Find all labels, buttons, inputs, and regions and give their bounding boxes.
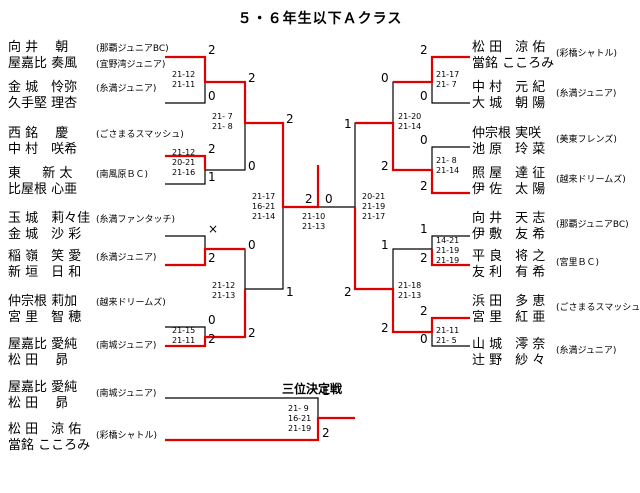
round1-score: 2 (420, 179, 428, 193)
third-place-label: 三位決定戦 (282, 382, 343, 396)
player-pair: 浜 田 多 恵 宮 里 紅 亜 (472, 294, 546, 325)
team-name: (ごさまるスマッシュ) (556, 303, 640, 313)
team-name: (那覇ジュニアBC) (556, 220, 629, 230)
team-name: (彩橋シャトル) (556, 49, 618, 59)
final-score: 2 (305, 192, 313, 206)
player-pair: 東 新 太 比屋根 心亜 (8, 166, 78, 197)
team-name: (宜野湾ジュニア) (96, 60, 166, 70)
team-name: (彩橋シャトル) (96, 431, 158, 441)
semi-score: 1 (344, 117, 352, 131)
round1-score: 2 (420, 251, 428, 265)
player-pair: 松 田 涼 佑 當銘 こころみ (8, 422, 91, 453)
round1-score: 2 (208, 332, 216, 346)
team-name: (越来ドリームズ) (96, 298, 166, 308)
set-scores: 20-21 21-19 21-17 (362, 192, 386, 221)
set-scores: 21-11 21- 5 (436, 326, 460, 345)
round1-score: 0 (208, 313, 216, 327)
team-name: (南風原ＢＣ) (96, 170, 149, 180)
set-scores: 14-21 21-19 21-19 (436, 236, 460, 265)
player-pair: 仲宗根 実咲 池 原 玲 菜 (472, 126, 546, 157)
team-name: (那覇ジュニアBC) (96, 44, 169, 54)
player-pair: 向 井 天 志 伊 敷 友 希 (472, 211, 546, 242)
semi-score: 1 (286, 285, 294, 299)
round1-score: 0 (420, 89, 428, 103)
round2-score: 2 (248, 326, 256, 340)
round1-score: 2 (208, 251, 216, 265)
round1-score: 2 (208, 43, 216, 57)
round2-score: 2 (248, 71, 256, 85)
team-name: (宮里ＢＣ) (556, 258, 600, 268)
round1-score: 0 (420, 133, 428, 147)
round1-score: 2 (208, 142, 216, 156)
third-place-score: 2 (322, 426, 330, 440)
team-name: (美東フレンズ) (556, 135, 617, 145)
player-pair: 屋嘉比 愛純 松 田 昴 (8, 380, 78, 411)
set-scores: 21-12 21-13 (212, 281, 236, 300)
semi-score: 2 (286, 112, 294, 126)
team-name: (糸満ジュニア) (556, 89, 617, 99)
third-place-score: 1 (322, 384, 330, 398)
round2-score: 0 (248, 238, 256, 252)
round2-score: 0 (248, 159, 256, 173)
player-pair: 照 屋 達 征 伊 佐 太 陽 (472, 166, 546, 197)
round1-score: 0 (208, 89, 216, 103)
player-pair: 金 城 怜弥 久手堅 理杏 (8, 80, 78, 111)
player-pair: 屋嘉比 愛純 松 田 昴 (8, 337, 78, 368)
round2-score: 2 (381, 321, 389, 335)
team-name: (糸満ジュニア) (96, 253, 157, 263)
set-scores: 21-15 21-11 (172, 326, 196, 345)
team-name: (糸満ジュニア) (556, 346, 617, 356)
player-pair: 平 良 将 之 友 利 有 希 (472, 249, 546, 280)
player-pair: 稲 嶺 笑 愛 新 垣 日 和 (8, 249, 82, 280)
final-score: 0 (325, 192, 333, 206)
round2-score: 0 (381, 71, 389, 85)
round1-score: 1 (208, 170, 216, 184)
page-title: ５・６年生以下Ａクラス (237, 11, 403, 27)
player-pair: 西 銘 慶 中 村 咲希 (8, 126, 78, 157)
round1-score: × (208, 222, 219, 236)
player-pair: 向 井 朝 屋嘉比 奏風 (8, 40, 78, 71)
round1-score: 2 (420, 304, 428, 318)
player-pair: 仲宗根 莉加 宮 里 智 穂 (8, 294, 82, 325)
round2-score: 2 (381, 159, 389, 173)
player-pair: 松 田 涼 佑 當銘 こころみ (472, 40, 555, 71)
team-name: (糸満ジュニア) (96, 84, 157, 94)
set-scores: 21- 9 16-21 21-19 (288, 404, 312, 433)
set-scores: 21- 7 21- 8 (212, 112, 233, 131)
team-name: (ごさまるスマッシュ) (96, 130, 184, 140)
semi-score: 2 (344, 285, 352, 299)
set-scores: 21- 8 21-14 (436, 156, 460, 175)
set-scores: 21-10 21-13 (302, 212, 326, 231)
set-scores: 21-12 21-11 (172, 70, 196, 89)
round2-score: 1 (381, 238, 389, 252)
round1-score: 2 (420, 43, 428, 57)
set-scores: 21-12 20-21 21-16 (172, 148, 196, 177)
set-scores: 21-17 21- 7 (436, 70, 460, 89)
team-name: (越来ドリームズ) (556, 175, 626, 185)
player-pair: 中 村 元 紀 大 城 朝 陽 (472, 80, 546, 111)
round1-score: 1 (420, 222, 428, 236)
team-name: (南城ジュニア) (96, 389, 157, 399)
team-name: (糸満ファンタッチ) (96, 215, 176, 225)
team-name: (南城ジュニア) (96, 341, 157, 351)
set-scores: 21-20 21-14 (398, 112, 422, 131)
player-pair: 玉 城 莉々佳 金 城 沙 彩 (8, 211, 91, 242)
player-pair: 山 城 澪 奈 辻 野 紗 々 (472, 337, 546, 368)
set-scores: 21-18 21-13 (398, 281, 422, 300)
set-scores: 21-17 16-21 21-14 (252, 192, 276, 221)
round1-score: 0 (420, 332, 428, 346)
